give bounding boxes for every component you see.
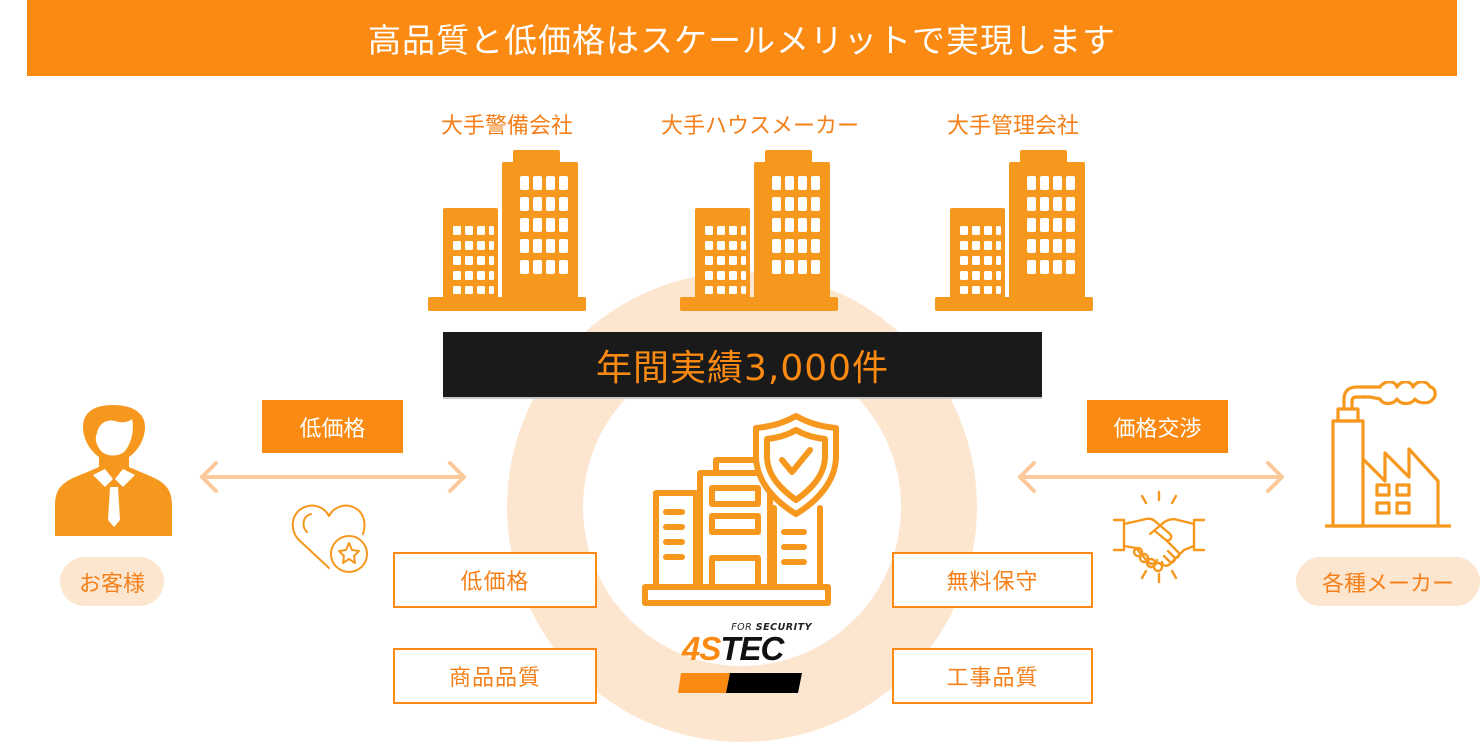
office-buildings-icon [428,150,586,311]
secure-building-icon [642,413,839,606]
manufacturers-pill: 各種メーカー [1296,557,1480,606]
feature-label: 商品品質 [448,666,541,691]
title-banner: 高品質と低価格はスケールメリットで実現します [27,0,1457,76]
customer-pill: お客様 [60,557,164,606]
low-price-tag-label: 低価格 [299,416,366,442]
handshake-icon [1112,490,1206,584]
office-buildings-icon [680,150,838,311]
partner-label-security: 大手警備会社 [440,114,573,139]
company-logo: FOR SECURITY 4STEC [678,620,814,696]
logo-tagline: FOR SECURITY [731,622,812,633]
price-negotiation-tag: 価格交渉 [1087,400,1228,453]
annual-record-text: 年間実績3,000件 [595,347,890,389]
banner-title: 高品質と低価格はスケールメリットで実現します [368,21,1116,60]
double-arrow-icon [1018,461,1284,493]
feature-box-construction-quality: 工事品質 [892,648,1093,704]
price-negotiation-tag-label: 価格交渉 [1113,416,1202,442]
low-price-tag: 低価格 [262,400,403,453]
office-buildings-icon [935,150,1093,311]
partner-label-housemaker: 大手ハウスメーカー [660,114,859,139]
customer-label: お客様 [78,571,145,597]
feature-box-low-price: 低価格 [393,552,597,608]
feature-label: 低価格 [460,570,530,595]
factory-icon [1325,381,1451,528]
partner-label-management: 大手管理会社 [946,114,1079,139]
feature-label: 工事品質 [946,666,1039,691]
logo-wordmark: 4STEC [682,630,784,667]
logo-stripe [678,673,802,693]
heart-star-icon [291,504,368,573]
manufacturers-label: 各種メーカー [1321,571,1454,597]
feature-label: 無料保守 [946,570,1039,595]
feature-box-product-quality: 商品品質 [393,648,597,704]
feature-box-free-maintenance: 無料保守 [892,552,1093,608]
businessman-icon [55,405,172,536]
annual-record-banner: 年間実績3,000件 [443,332,1042,399]
double-arrow-icon [200,461,466,493]
